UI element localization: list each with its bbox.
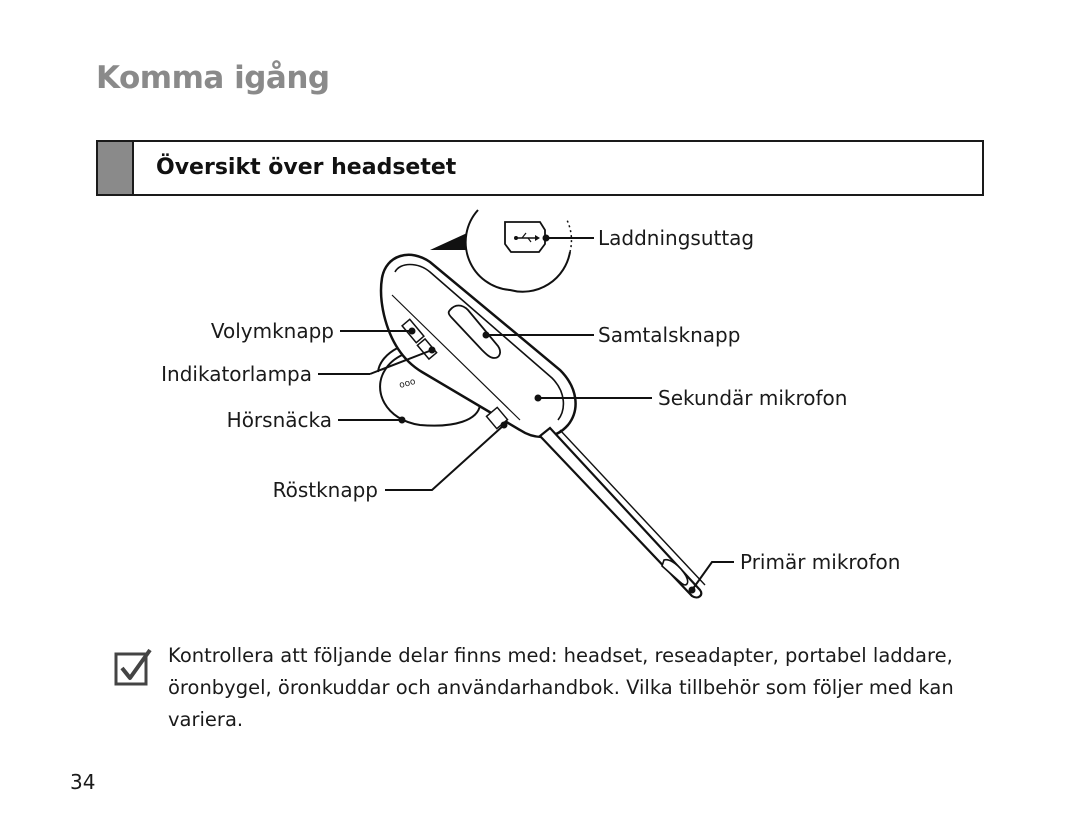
label-volume-button: Volymknapp — [211, 319, 334, 343]
usb-port-icon — [504, 221, 546, 253]
label-indicator-light: Indikatorlampa — [161, 362, 312, 386]
label-voice-button: Röstknapp — [273, 478, 378, 502]
checkbox-icon — [114, 648, 152, 686]
headset-diagram: ooo Laddningsuttag Volymknapp Samtalskna… — [161, 209, 900, 599]
section-header: Översikt över headsetet — [96, 140, 984, 196]
call-button-shape — [447, 304, 501, 359]
label-primary-mic: Primär mikrofon — [740, 550, 900, 574]
label-earpiece: Hörsnäcka — [227, 408, 332, 432]
label-call-button: Samtalsknapp — [598, 323, 740, 347]
page-number: 34 — [70, 770, 96, 794]
note-text: Kontrollera att följande delar finns med… — [168, 644, 954, 731]
label-charging-port: Laddningsuttag — [598, 226, 754, 250]
section-title: Översikt över headsetet — [156, 155, 457, 180]
label-secondary-mic: Sekundär mikrofon — [658, 386, 847, 410]
headset-boom — [538, 426, 703, 599]
page-title: Komma igång — [96, 60, 330, 96]
svg-text:ooo: ooo — [398, 377, 417, 391]
section-tab-marker — [98, 142, 134, 194]
